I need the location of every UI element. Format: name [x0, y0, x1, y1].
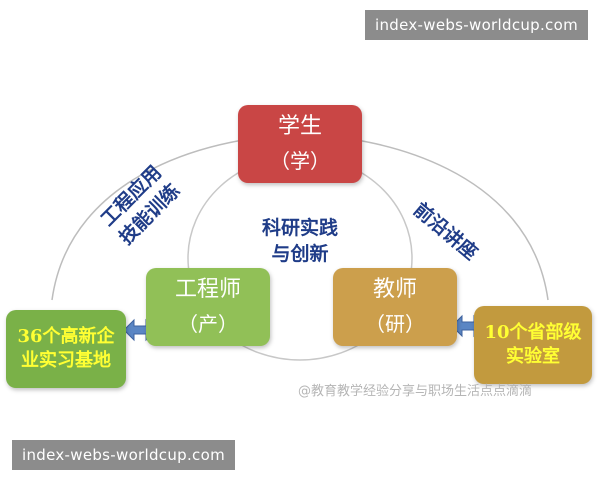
source-credit: @教育教学经验分享与职场生活点点滴滴 — [298, 384, 533, 399]
research-label-line-1: 科研实践 — [261, 217, 338, 239]
engineer-node: 工程师 （产） — [146, 268, 270, 346]
teacher-node: 教师 （研） — [333, 268, 457, 346]
watermark-top: index-webs-worldcup.com — [365, 10, 588, 40]
teacher-role: （研） — [365, 312, 425, 337]
student-node: 学生 （学） — [238, 105, 362, 183]
lab-line-2: 实验室 — [506, 346, 560, 367]
lab-line-1: 10个省部级 — [484, 321, 582, 343]
lab-box: 10个省部级 实验室 — [474, 306, 592, 384]
enterprise-line-2: 业实习基地 — [21, 350, 111, 371]
engineer-title: 工程师 — [174, 276, 241, 302]
teacher-title: 教师 — [372, 276, 417, 302]
research-label-line-2: 与创新 — [271, 242, 329, 265]
engineer-role: （产） — [178, 312, 238, 337]
student-role: （学） — [270, 149, 330, 174]
enterprise-base-box: 36个高新企 业实习基地 — [6, 310, 126, 388]
watermark-bottom: index-webs-worldcup.com — [12, 440, 235, 470]
student-title: 学生 — [277, 113, 322, 139]
enterprise-line-1: 36个高新企 — [17, 325, 115, 347]
research-practice-label: 科研实践 与创新 — [244, 216, 356, 267]
